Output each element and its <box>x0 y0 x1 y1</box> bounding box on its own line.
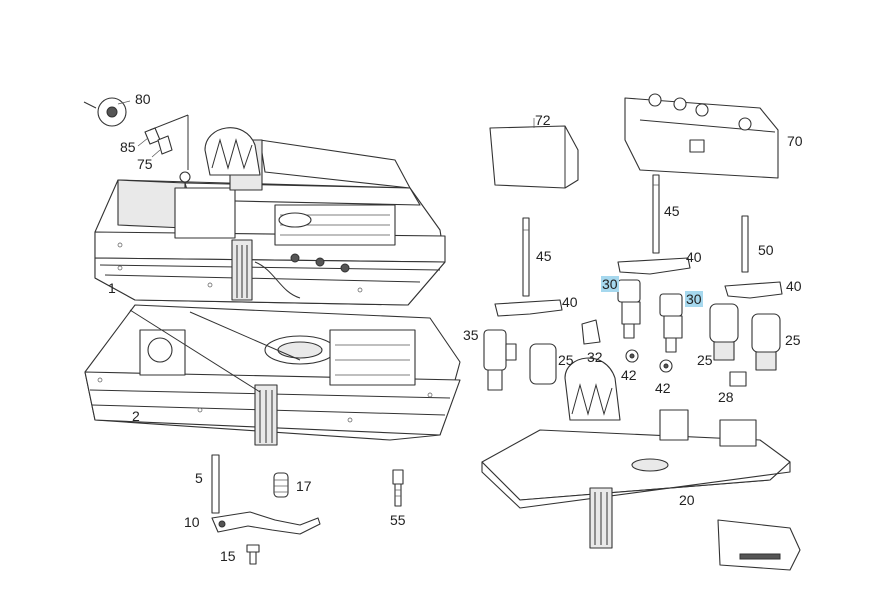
label-part-40-left: 40 <box>562 294 578 310</box>
part-70-housing <box>624 93 779 179</box>
part-10-lever <box>211 511 321 535</box>
label-part-1: 1 <box>108 280 116 296</box>
label-part-25-middle: 25 <box>697 352 713 368</box>
label-part-17: 17 <box>296 478 312 494</box>
label-part-45-right: 45 <box>664 203 680 219</box>
label-part-42-right: 42 <box>655 380 671 396</box>
part-2-plate <box>84 304 461 446</box>
part-42-nuts <box>625 349 673 373</box>
label-part-25-right: 25 <box>785 332 801 348</box>
label-part-40-right: 40 <box>786 278 802 294</box>
label-part-50: 50 <box>758 242 774 258</box>
part-5-pin <box>211 454 220 514</box>
part-15-screw <box>246 544 260 565</box>
part-32-connector <box>581 319 601 345</box>
part-20-carrier <box>481 357 791 549</box>
label-part-72: 72 <box>535 112 551 128</box>
part-40-clamps <box>494 257 783 317</box>
label-part-25-left: 25 <box>558 352 574 368</box>
part-1-valve-body <box>94 139 446 306</box>
label-part-28: 28 <box>718 389 734 405</box>
label-part-55: 55 <box>390 512 406 528</box>
label-part-20: 20 <box>679 492 695 508</box>
wiring-ribbon-end <box>717 519 801 571</box>
label-part-75: 75 <box>137 156 153 172</box>
part-72-cover <box>489 125 579 189</box>
label-part-15: 15 <box>220 548 236 564</box>
part-28-clip <box>729 371 747 387</box>
part-55-bolt <box>392 469 404 507</box>
leader-lines <box>117 100 535 158</box>
label-part-32: 32 <box>587 349 603 365</box>
label-part-5: 5 <box>195 470 203 486</box>
part-35-solenoid <box>483 329 517 391</box>
label-part-85: 85 <box>120 139 136 155</box>
part-17-spring-sleeve <box>273 472 289 498</box>
label-part-70: 70 <box>787 133 803 149</box>
part-30-solenoids <box>617 279 683 353</box>
label-part-35: 35 <box>463 327 479 343</box>
part-50-bolt <box>741 215 749 273</box>
label-part-30-right: 30 <box>685 291 703 307</box>
label-part-80: 80 <box>135 91 151 107</box>
label-part-45-left: 45 <box>536 248 552 264</box>
label-part-40-middle: 40 <box>686 249 702 265</box>
label-part-30-left: 30 <box>601 276 619 292</box>
part-45-bolts <box>522 174 660 297</box>
label-part-42-left: 42 <box>621 367 637 383</box>
label-part-2: 2 <box>132 408 140 424</box>
label-part-10: 10 <box>184 514 200 530</box>
part-80-85-75-small-parts <box>83 97 261 176</box>
part-25-solenoids <box>529 303 781 385</box>
